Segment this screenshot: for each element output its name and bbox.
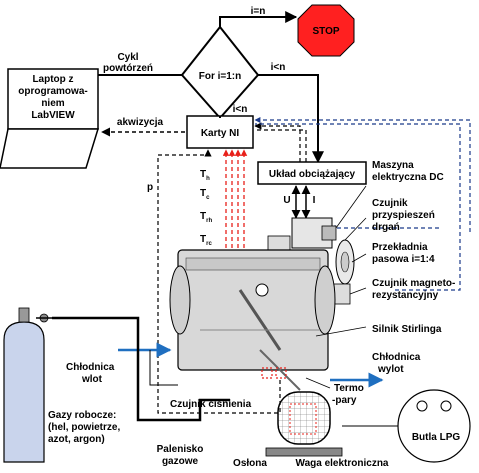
dc-machine bbox=[267, 217, 337, 251]
stirling-engine bbox=[169, 249, 336, 391]
thermo-label-1: Termo bbox=[334, 383, 364, 394]
dc-machine-label-1: Maszyna bbox=[372, 160, 414, 171]
dc-machine-label-2: elektryczna DC bbox=[372, 172, 444, 183]
daq-box: Karty NI bbox=[186, 115, 254, 149]
gas-cylinder bbox=[3, 307, 52, 463]
laptop-icon: Laptop z oprogramowa- niem LabVIEW bbox=[0, 68, 100, 169]
Trh-label: Trh bbox=[200, 211, 212, 224]
acquisition-label: akwizycja bbox=[117, 117, 164, 128]
gas-supply-pipe bbox=[52, 316, 230, 422]
scale-platform bbox=[265, 447, 343, 457]
mag-label-2: rezystancyjny bbox=[372, 290, 439, 301]
burner-label-1: Palenisko bbox=[157, 444, 204, 455]
belt-label-2: pasowa i=1:4 bbox=[372, 254, 435, 265]
cooler-out-label-1: Chłodnica bbox=[372, 352, 421, 363]
vib-label-3: drgań bbox=[372, 222, 400, 233]
stop-label: STOP bbox=[312, 26, 339, 37]
belt-label-1: Przekładnia bbox=[372, 242, 428, 253]
thermo-label-2: -pary bbox=[332, 395, 357, 406]
vib-label-2: przyspieszeń bbox=[372, 210, 435, 221]
gauge-icon bbox=[255, 283, 269, 297]
gas-label-1: Gazy robocze: bbox=[48, 410, 116, 421]
laptop-line-2: oprogramowa- bbox=[18, 86, 87, 97]
laptop-line-4: LabVIEW bbox=[31, 110, 75, 121]
i-lt-n-right-label: i<n bbox=[271, 62, 286, 73]
laptop-line-1: Laptop z bbox=[32, 74, 73, 85]
Trc-label: Trc bbox=[200, 234, 212, 247]
loop-label: For i=1:n bbox=[199, 71, 242, 82]
cooler-in-label-2: wlot bbox=[81, 374, 103, 385]
cycle-label-1: Cykl bbox=[117, 52, 138, 63]
burner-label-2: gazowe bbox=[162, 456, 199, 467]
stirling-label: Silnik Stirlinga bbox=[372, 324, 442, 335]
gas-label-3: azot, argon) bbox=[48, 434, 105, 445]
p-label: p bbox=[147, 182, 153, 193]
cooler-out-label-2: wylot bbox=[377, 364, 404, 375]
load-system-box: Układ obciążający bbox=[257, 161, 367, 185]
i-lt-n-down-label: i<n bbox=[233, 104, 248, 115]
vib-label-1: Czujnik bbox=[372, 198, 408, 209]
load-system-label: Układ obciążający bbox=[269, 169, 356, 180]
burner bbox=[277, 391, 331, 445]
U-label: U bbox=[283, 195, 290, 206]
arrow-to-load bbox=[258, 74, 324, 164]
temperature-labels: Th Tc Trh Trc bbox=[200, 169, 212, 247]
pressure-signal-line bbox=[157, 149, 281, 414]
arrow-to-stop bbox=[219, 11, 298, 27]
cooler-in-label-1: Chłodnica bbox=[66, 362, 115, 373]
daq-label: Karty NI bbox=[201, 128, 240, 139]
shield-label: Osłona bbox=[233, 458, 267, 469]
Th-label: Th bbox=[200, 169, 210, 182]
pressure-label: Czujnik ciśnienia bbox=[170, 399, 252, 410]
lpg-label: Butla LPG bbox=[412, 432, 461, 443]
scale-label: Waga elektroniczna bbox=[296, 458, 389, 469]
mag-label-1: Czujnik magneto- bbox=[372, 278, 455, 289]
I-label: I bbox=[313, 195, 316, 206]
cycle-label-2: powtórzeń bbox=[103, 63, 153, 74]
gas-label-2: (hel, powietrze, bbox=[48, 422, 120, 433]
lpg-bottle bbox=[397, 389, 471, 463]
i-eq-n-label: i=n bbox=[251, 6, 266, 17]
stop-octagon: STOP bbox=[297, 4, 355, 57]
laptop-line-3: niem bbox=[41, 98, 64, 109]
Tc-label: Tc bbox=[200, 188, 210, 201]
vib-signal-line bbox=[254, 117, 471, 232]
